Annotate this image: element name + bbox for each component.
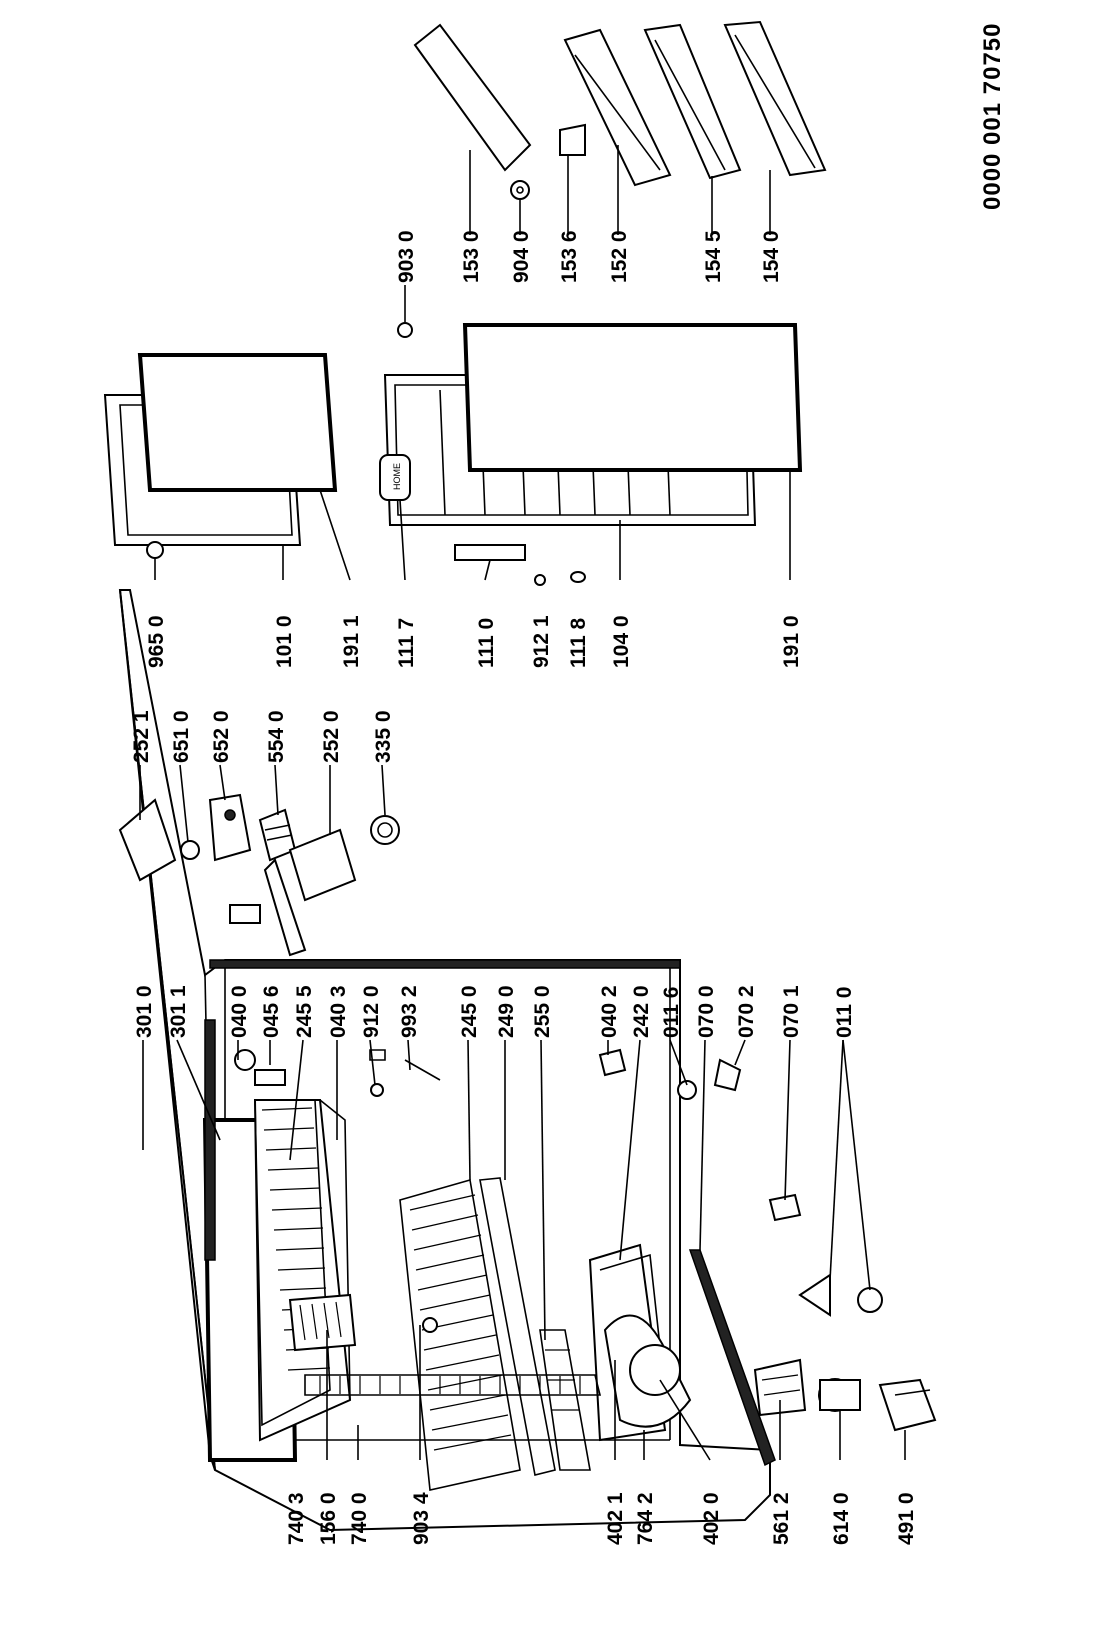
callout-245-0: 245 0 [458, 985, 481, 1038]
callout-111-0: 111 0 [475, 618, 498, 668]
callout-154-5: 154 5 [702, 230, 725, 283]
callout-252-1: 252 1 [130, 710, 153, 763]
callout-153-0: 153 0 [460, 230, 483, 283]
callout-554-0: 554 0 [265, 710, 288, 763]
top-rail [204, 1019, 216, 1261]
callout-191-0: 191 0 [780, 615, 803, 668]
condenser [304, 1374, 602, 1396]
callout-242-0: 242 0 [630, 985, 653, 1038]
callout-912-1: 912 1 [530, 615, 553, 668]
callout-154-0: 154 0 [760, 230, 783, 283]
callout-040-2: 040 2 [598, 985, 621, 1038]
callout-764-2: 764 2 [634, 1492, 657, 1545]
callout-301-1: 301 1 [167, 985, 190, 1038]
callout-153-6: 153 6 [558, 230, 581, 283]
callout-903-4: 903 4 [410, 1492, 433, 1545]
bottom-strip [688, 1249, 776, 1467]
callout-651-0: 651 0 [170, 710, 193, 763]
callout-070-2: 070 2 [735, 985, 758, 1038]
callout-252-0: 252 0 [320, 710, 343, 763]
callout-249-0: 249 0 [495, 985, 518, 1038]
callout-904-0: 904 0 [510, 230, 533, 283]
ice-tray [288, 1293, 357, 1352]
callout-402-1: 402 1 [604, 1492, 627, 1545]
fridge-door: HOME [379, 322, 803, 586]
callout-070-1: 070 1 [780, 985, 803, 1038]
callout-561-2: 561 2 [770, 1492, 793, 1545]
callout-152-0: 152 0 [608, 230, 631, 283]
callout-101-0: 101 0 [273, 615, 296, 668]
callout-255-0: 255 0 [531, 985, 554, 1038]
callout-740-0: 740 0 [348, 1492, 371, 1545]
callout-301-0: 301 0 [133, 985, 156, 1038]
callout-045-6: 045 6 [260, 985, 283, 1038]
callout-111-8: 111 8 [567, 617, 590, 668]
freezer-door [103, 353, 338, 559]
callout-040-3: 040 3 [327, 985, 350, 1038]
callout-912-0: 912 0 [360, 985, 383, 1038]
callout-402-0: 402 0 [700, 1492, 723, 1545]
fridge-shelves [399, 1177, 591, 1491]
callout-156-0: 156 0 [317, 1492, 340, 1545]
callout-245-5: 245 5 [293, 985, 316, 1038]
callout-011-6: 011 6 [660, 987, 683, 1038]
callout-614-0: 614 0 [830, 1492, 853, 1545]
callout-652-0: 652 0 [210, 710, 233, 763]
callout-labels: 740 3 156 0 740 0 903 4 402 1 764 2 402 … [130, 230, 918, 1545]
callout-335-0: 335 0 [372, 710, 395, 763]
callout-191-1: 191 1 [340, 615, 363, 668]
loose-parts [229, 904, 883, 1333]
document-id: 0000 001 70750 [979, 22, 1006, 210]
callout-993-2: 993 2 [398, 985, 421, 1038]
callout-903-0: 903 0 [395, 230, 418, 283]
callout-111-7: 111 7 [395, 618, 418, 668]
callout-104-0: 104 0 [610, 615, 633, 668]
callout-491-0: 491 0 [895, 1492, 918, 1545]
thermostat-group [118, 793, 400, 957]
callout-070-0: 070 0 [695, 985, 718, 1038]
electrical-parts [753, 1358, 937, 1432]
leader-lines [139, 145, 906, 1461]
callout-011-0: 011 0 [833, 987, 856, 1038]
door-badge-text: HOME [392, 463, 402, 490]
door-bins [413, 20, 827, 200]
callout-040-0: 040 0 [228, 985, 251, 1038]
callout-740-3: 740 3 [285, 1492, 308, 1545]
callout-965-0: 965 0 [145, 615, 168, 668]
